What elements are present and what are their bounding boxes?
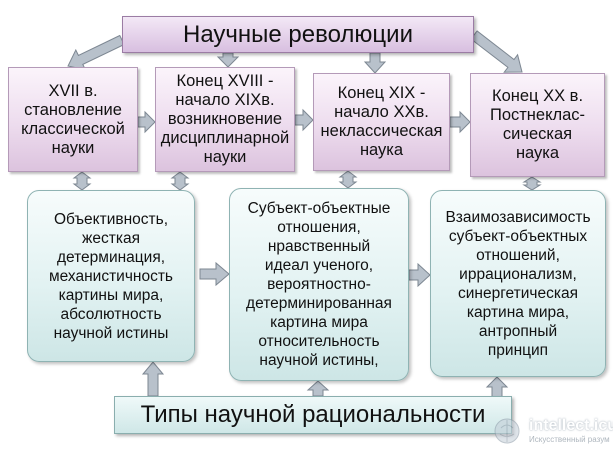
arrow-title-to-era-4	[470, 30, 523, 73]
footer-box: Типы научной рациональности	[114, 396, 512, 434]
era-label-1: XVII в. становление классической науки	[21, 81, 125, 157]
arrow-title-to-era-2	[216, 52, 240, 68]
arrow-era-2-to-era-3	[294, 108, 314, 132]
brain-icon	[494, 418, 520, 444]
arrow-title-to-era-3	[363, 52, 387, 74]
type-box-2: Субъект-объектные отношения, нравственны…	[229, 188, 409, 381]
type-label-3: Взаимозависимость субъект-объектных отно…	[445, 208, 591, 359]
era-label-3: Конец XIX - начало XXв. неклассическая н…	[320, 84, 443, 159]
watermark-logo: intellect.icu Искусственный разум	[489, 416, 613, 446]
arrow-type-2-to-type-3	[408, 262, 431, 288]
arrow-era-2-type-1	[170, 171, 190, 191]
type-label-2: Субъект-объектные отношения, нравственны…	[246, 200, 392, 369]
arrow-era-3-to-era-4	[449, 110, 471, 134]
era-label-4: Конец XX в. Постнеклас- сическая наука	[489, 87, 586, 162]
arrow-era-1-type-1	[72, 171, 92, 191]
arrow-type-1-to-type-2	[199, 261, 230, 287]
arrow-footer-to-type-2	[306, 380, 330, 397]
era-box-3: Конец XIX - начало XXв. неклассическая н…	[313, 73, 450, 171]
type-box-3: Взаимозависимость субъект-объектных отно…	[430, 190, 606, 377]
era-box-4: Конец XX в. Постнеклас- сическая наука	[470, 73, 605, 177]
title-text: Научные революции	[183, 20, 413, 48]
footer-text: Типы научной рациональности	[140, 401, 486, 428]
arrow-era-1-to-era-2	[137, 110, 156, 134]
watermark-line2: Искусственный разум	[529, 435, 610, 444]
arrow-footer-to-type-1	[141, 361, 165, 397]
arrow-title-to-era-1	[67, 34, 125, 71]
type-label-1: Объективность, жесткая детерминация, мех…	[48, 210, 174, 342]
watermark-line1: intellect.icu	[529, 417, 613, 434]
arrow-footer-to-type-3	[485, 376, 509, 399]
title-box: Научные революции	[122, 16, 474, 53]
arrow-era-4-type-3	[522, 176, 542, 191]
type-box-1: Объективность, жесткая детерминация, мех…	[27, 190, 195, 362]
era-label-2: Конец XVIII - начало XIXв. возникновение…	[160, 72, 290, 166]
era-box-2: Конец XVIII - начало XIXв. возникновение…	[155, 67, 295, 172]
era-box-1: XVII в. становление классической науки	[8, 67, 138, 172]
arrow-era-3-type-2	[338, 170, 358, 189]
